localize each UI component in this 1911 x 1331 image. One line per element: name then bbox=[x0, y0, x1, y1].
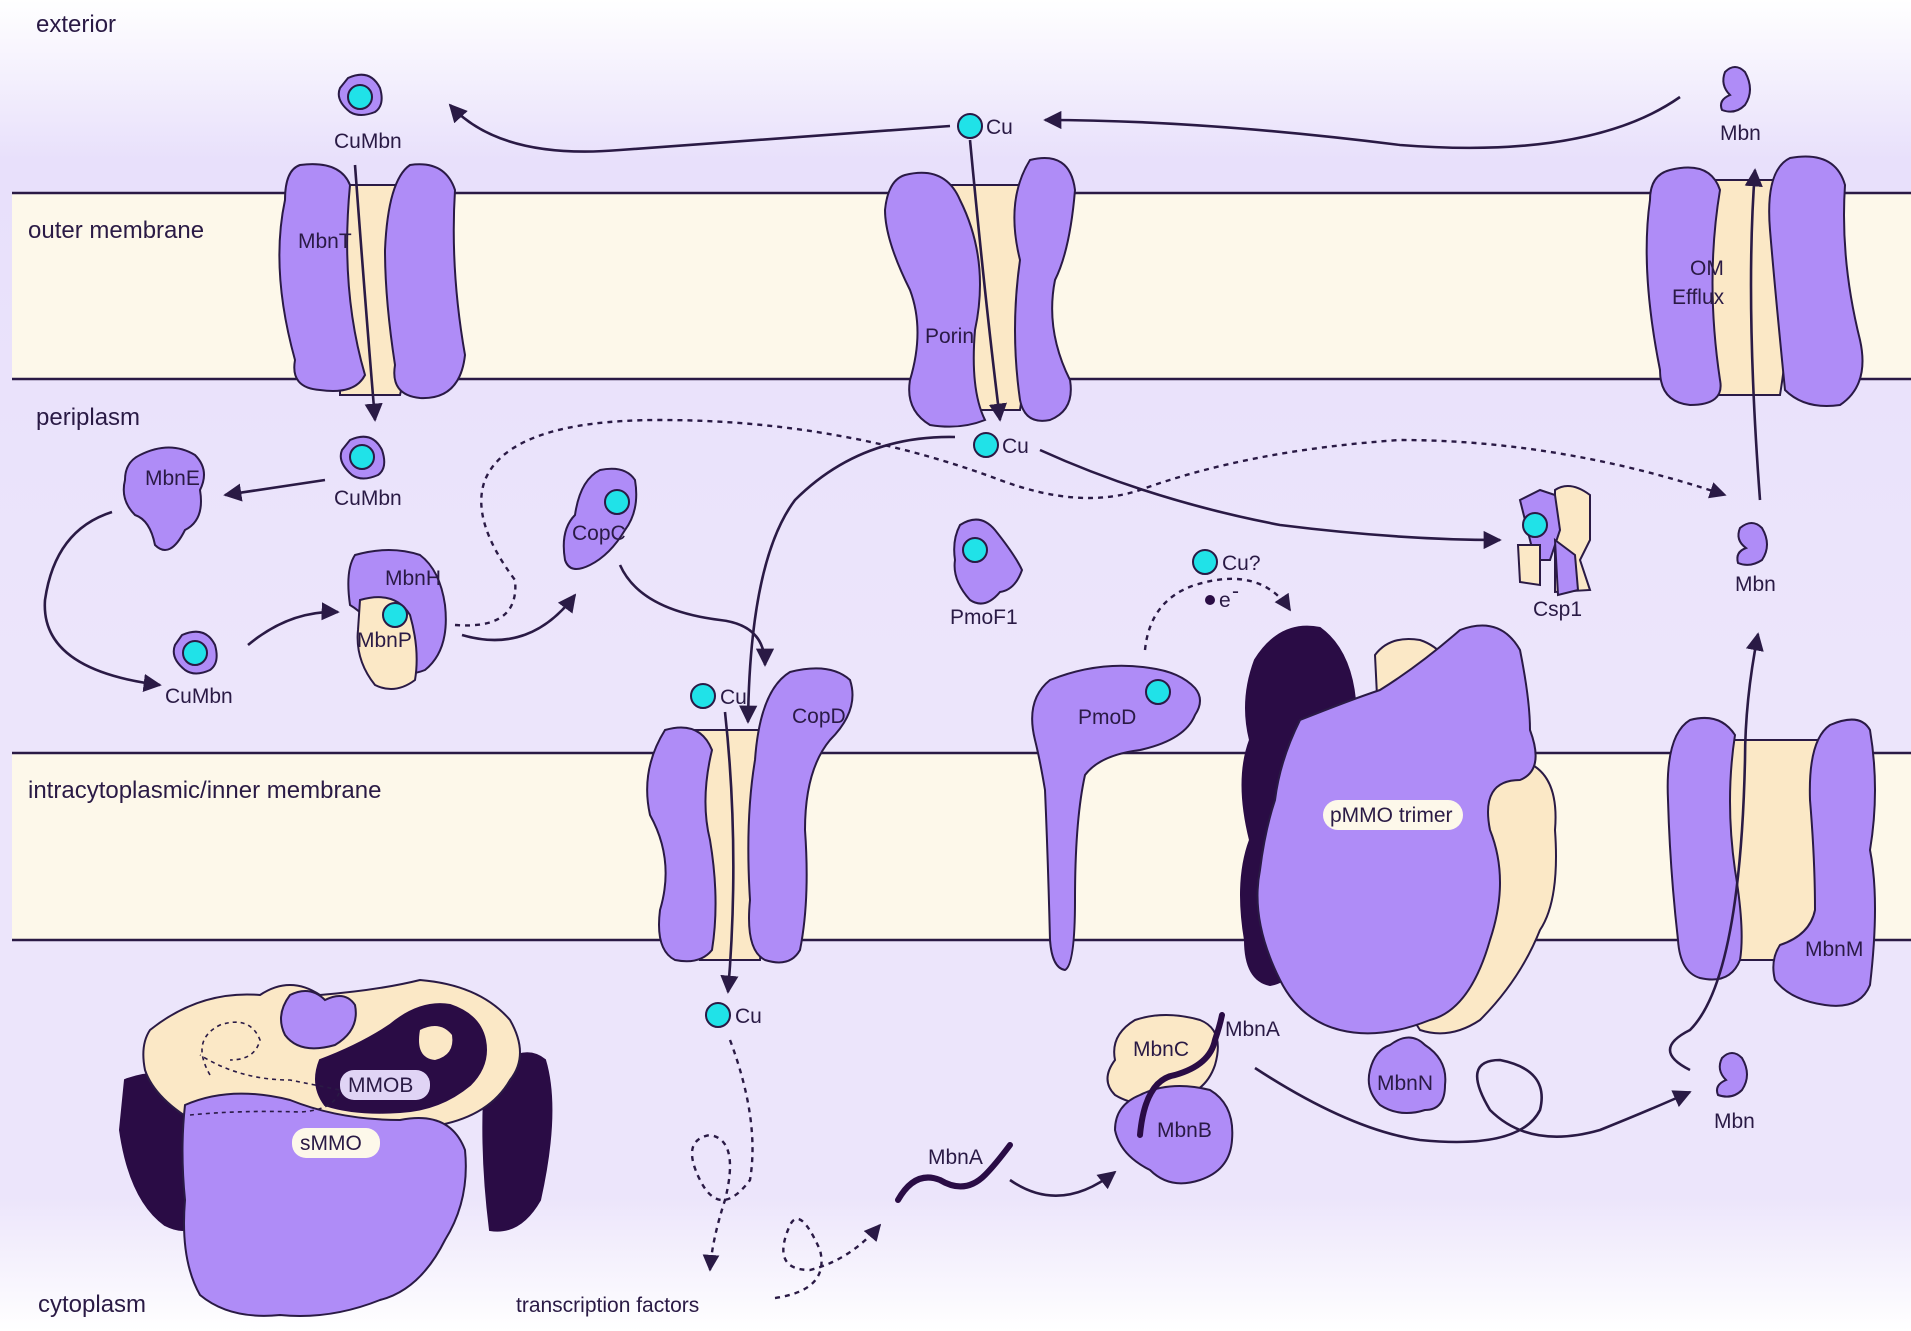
pmof1-label: PmoF1 bbox=[950, 606, 1018, 629]
mbn-cyto-label: Mbn bbox=[1714, 1110, 1755, 1133]
pmod: PmoD bbox=[1031, 664, 1201, 972]
cumbn-top-label: CuMbn bbox=[334, 130, 402, 153]
cu-question: Cu? e - bbox=[1192, 549, 1261, 612]
mbne-label: MbnE bbox=[145, 467, 200, 490]
mmob-label: MMOB bbox=[348, 1074, 413, 1097]
mbnn: MbnN bbox=[1367, 1036, 1447, 1115]
cu-periplasm: Cu bbox=[973, 432, 1029, 458]
copd-transporter: CopD bbox=[646, 667, 854, 964]
om-efflux-label-2: Efflux bbox=[1672, 286, 1725, 309]
cu-copd-label: Cu bbox=[720, 686, 747, 709]
mbn-exterior: Mbn bbox=[1720, 66, 1761, 145]
mbn-top-label: Mbn bbox=[1720, 122, 1761, 145]
copc: CopC bbox=[562, 467, 638, 570]
mbnt-label: MbnT bbox=[298, 230, 352, 253]
mbnm-label: MbnM bbox=[1805, 938, 1863, 961]
mbna-free-peptide: MbnA bbox=[895, 1142, 1013, 1203]
mbnn-label: MbnN bbox=[1377, 1072, 1433, 1095]
cumbn-periplasm: CuMbn bbox=[334, 435, 402, 510]
mbnb-label: MbnB bbox=[1157, 1119, 1212, 1142]
porin-label: Porin bbox=[925, 325, 974, 348]
mbnh-mbnp-complex: MbnH MbnP bbox=[347, 549, 447, 690]
mbna-free-label: MbnA bbox=[928, 1146, 983, 1169]
pmod-label: PmoD bbox=[1078, 706, 1136, 729]
smmo-label: sMMO bbox=[300, 1132, 362, 1155]
cu-copd: Cu bbox=[690, 683, 747, 709]
csp1-label: Csp1 bbox=[1533, 598, 1582, 621]
mbnp-label: MbnP bbox=[357, 629, 412, 652]
cu-peri-label: Cu bbox=[1002, 435, 1029, 458]
electron-label: e bbox=[1219, 589, 1231, 612]
region-cytoplasm: cytoplasm bbox=[38, 1291, 146, 1318]
cu-exterior: Cu bbox=[957, 113, 1013, 139]
mbnm-transporter: MbnM bbox=[1666, 716, 1876, 1007]
cumbn-lower: CuMbn bbox=[165, 630, 233, 708]
pmof1: PmoF1 bbox=[950, 518, 1024, 629]
mbn-cytoplasm: Mbn bbox=[1714, 1052, 1755, 1133]
om-efflux-label-1: OM bbox=[1690, 257, 1724, 280]
transcription-factors-label: transcription factors bbox=[516, 1294, 699, 1317]
pmmo-label: pMMO trimer bbox=[1330, 804, 1453, 827]
region-exterior: exterior bbox=[36, 11, 116, 38]
region-inner-membrane: intracytoplasmic/inner membrane bbox=[28, 777, 381, 804]
mbn-periplasm: Mbn bbox=[1735, 522, 1776, 596]
inner-membrane-band bbox=[12, 753, 1911, 940]
mbn-peri-label: Mbn bbox=[1735, 573, 1776, 596]
cumbn-exterior: CuMbn bbox=[334, 73, 402, 153]
mbnc-label: MbnC bbox=[1133, 1038, 1189, 1061]
pmmo-trimer: pMMO trimer bbox=[1240, 624, 1557, 1035]
region-outer-membrane: outer membrane bbox=[28, 217, 204, 244]
om-efflux: OM Efflux bbox=[1645, 155, 1864, 407]
electron-sup: - bbox=[1232, 580, 1239, 603]
cumbn-peri-label: CuMbn bbox=[334, 487, 402, 510]
cumbn-low-label: CuMbn bbox=[165, 685, 233, 708]
region-periplasm: periplasm bbox=[36, 404, 140, 431]
mbna-top-label: MbnA bbox=[1225, 1018, 1280, 1041]
csp1: Csp1 bbox=[1516, 485, 1592, 621]
porin: Porin bbox=[883, 157, 1077, 428]
mbnt-transporter: MbnT bbox=[278, 163, 467, 400]
cu-question-label: Cu? bbox=[1222, 552, 1261, 575]
copc-label: CopC bbox=[572, 522, 626, 545]
cu-cyto-label: Cu bbox=[735, 1005, 762, 1028]
mbnh-label: MbnH bbox=[385, 567, 441, 590]
copd-label: CopD bbox=[792, 705, 846, 728]
cu-top-label: Cu bbox=[986, 116, 1013, 139]
mbne: MbnE bbox=[122, 446, 205, 551]
smmo-complex: MMOB sMMO bbox=[118, 978, 553, 1317]
mbnb-mbnc-complex: MbnC MbnB MbnA bbox=[1106, 1012, 1280, 1185]
cu-cytoplasm: Cu bbox=[705, 1002, 762, 1028]
